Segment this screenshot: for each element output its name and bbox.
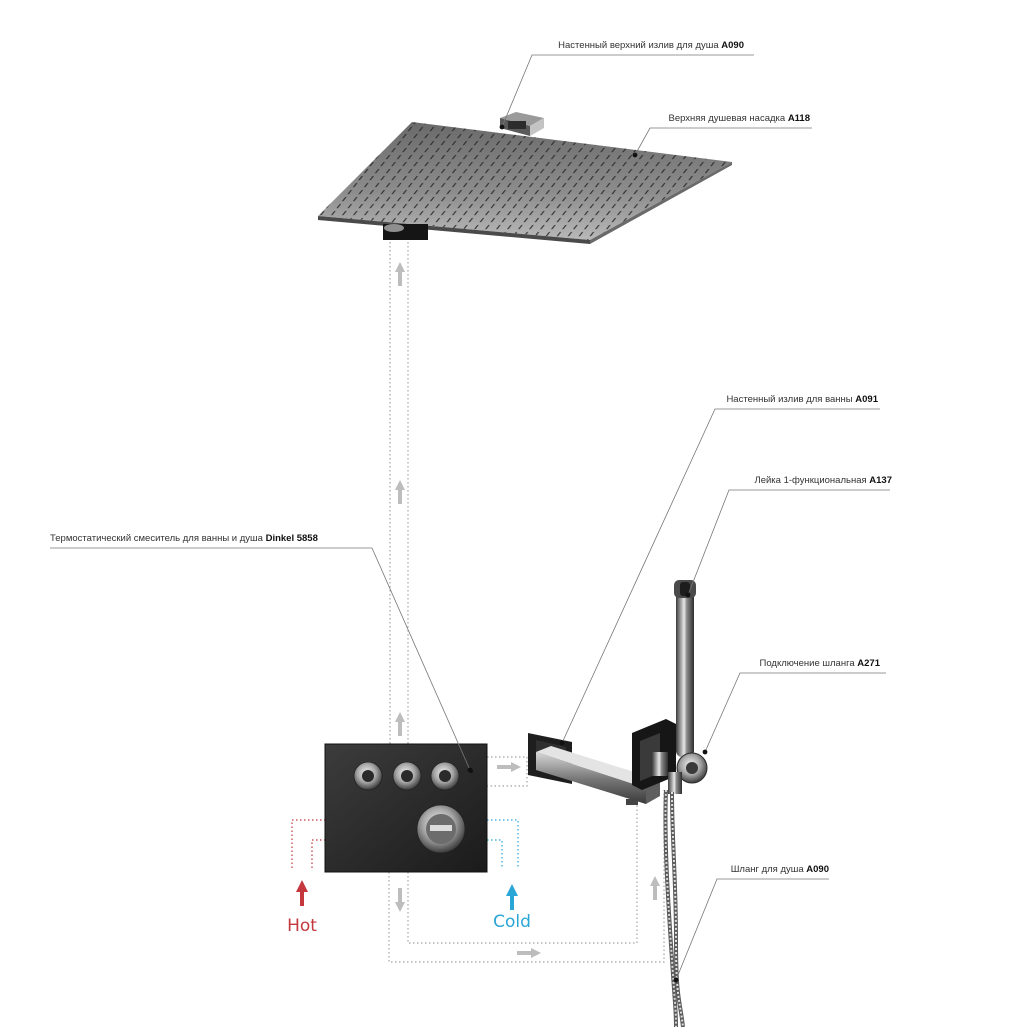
callout-thermostat: Термостатический смеситель для ванны и д… bbox=[50, 533, 318, 544]
hot-arrow-icon bbox=[296, 880, 308, 906]
shower-hose bbox=[663, 789, 685, 1027]
callout-rain-head: Верхняя душевая насадка A118 bbox=[668, 113, 810, 124]
temperature-knob[interactable] bbox=[416, 804, 466, 854]
arrow-up-icon bbox=[395, 480, 405, 504]
bath-spout bbox=[528, 733, 660, 805]
callout-hose: Шланг для душа A090 bbox=[731, 864, 829, 875]
callout-hand-shower: Лейка 1-функциональная A137 bbox=[754, 475, 892, 486]
arrow-right-icon bbox=[497, 762, 521, 772]
flow-arrows bbox=[296, 262, 660, 958]
cold-arrow-icon bbox=[506, 884, 518, 910]
hand-shower bbox=[676, 582, 694, 757]
rain-shower-head bbox=[318, 122, 732, 244]
hand-shower-set bbox=[632, 580, 708, 1027]
pipe-return-inner bbox=[407, 790, 638, 944]
thermostat-mixer bbox=[324, 743, 488, 873]
valve-knob-1[interactable] bbox=[353, 761, 383, 791]
cold-label: Cold bbox=[493, 912, 531, 932]
leader-dots bbox=[467, 124, 708, 983]
pipe-to-bath-spout bbox=[487, 756, 528, 787]
pipe-to-hand-shower bbox=[388, 790, 665, 963]
valve-knob-2[interactable] bbox=[392, 761, 422, 791]
top-wall-arm bbox=[500, 112, 544, 136]
arrow-up-icon bbox=[395, 262, 405, 286]
arrow-up-icon bbox=[395, 712, 405, 736]
arrow-right-icon bbox=[517, 948, 541, 958]
callout-top-spout: Настенный верхний излив для душа A090 bbox=[558, 40, 744, 51]
leader-lines bbox=[50, 54, 890, 981]
callout-hose-connection: Подключение шланга A271 bbox=[760, 658, 881, 669]
bath-spout-body bbox=[536, 752, 646, 804]
cold-pipe-lines bbox=[487, 819, 519, 868]
hot-pipe-lines bbox=[291, 819, 328, 868]
arrow-up-icon bbox=[650, 876, 660, 900]
callout-bath-spout: Настенный излив для ванны A091 bbox=[726, 394, 878, 405]
pipe-lines bbox=[388, 242, 665, 963]
hot-label: Hot bbox=[287, 916, 317, 936]
arrow-down-icon bbox=[395, 888, 405, 912]
valve-knob-3[interactable] bbox=[430, 761, 460, 791]
